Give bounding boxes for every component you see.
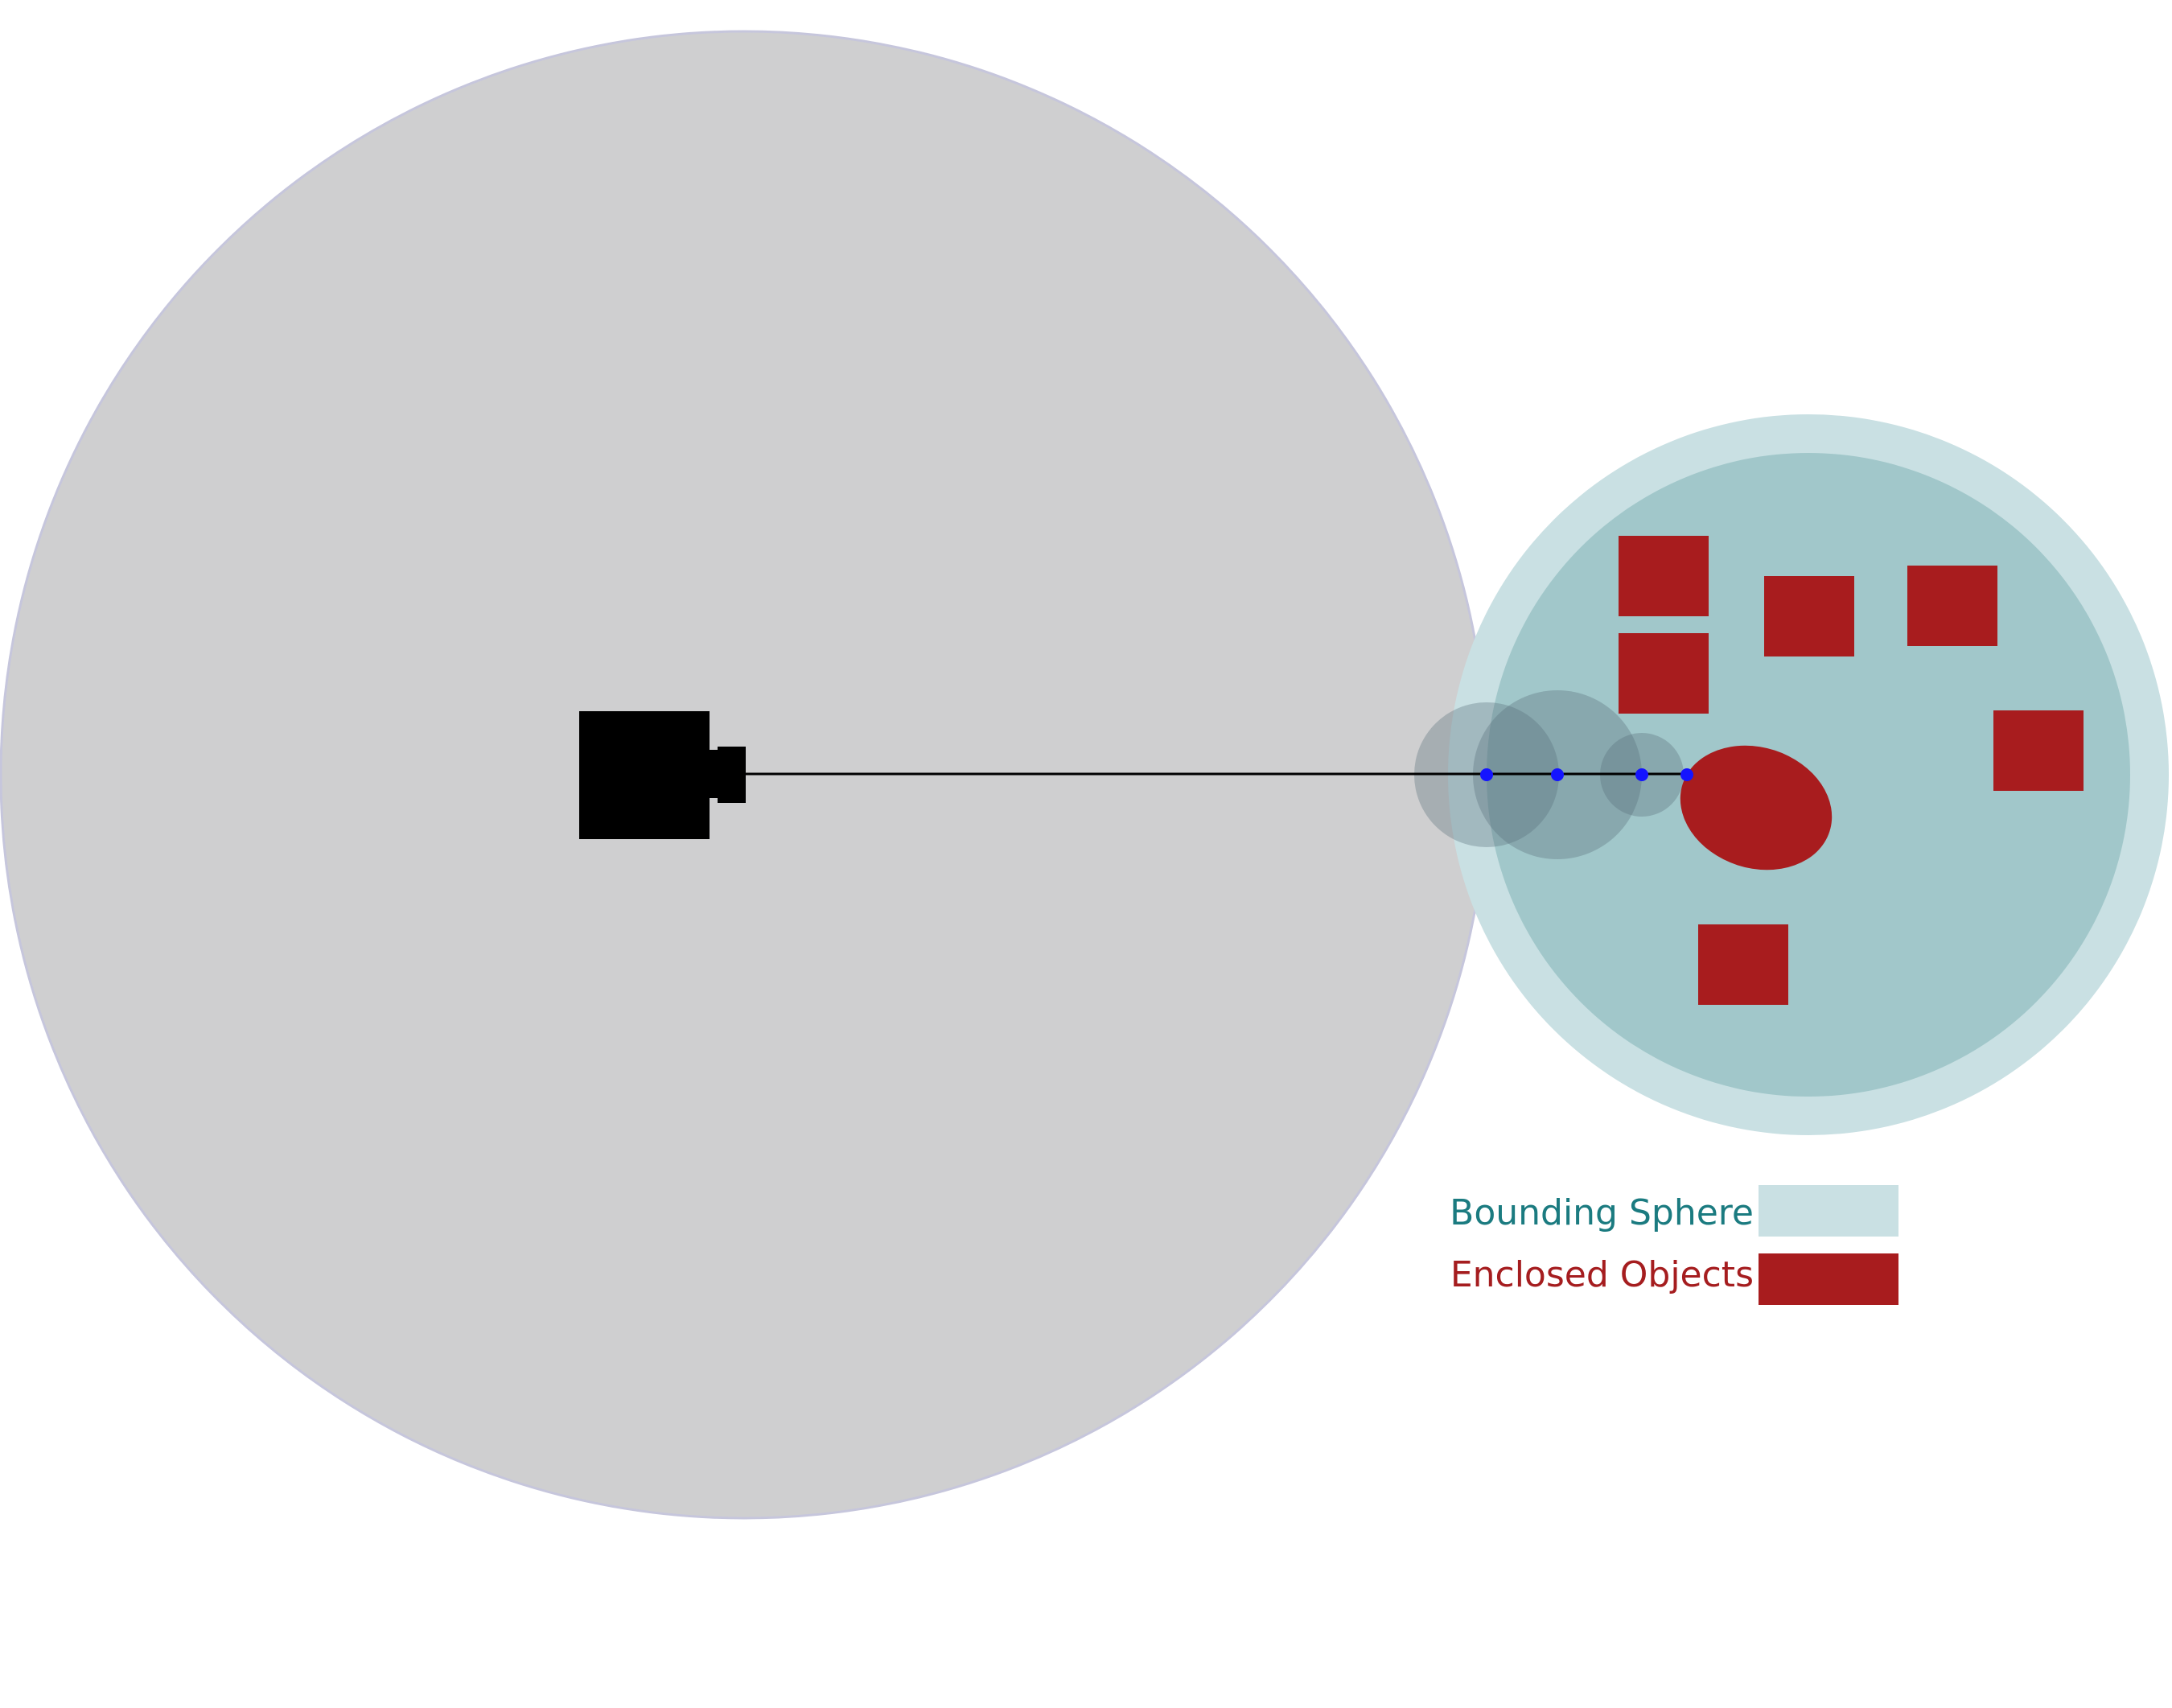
legend-swatch-enclosed-objects [1759, 1253, 1898, 1305]
legend: Bounding Sphere Enclosed Objects [1450, 1185, 1898, 1305]
sample-point [1480, 768, 1493, 781]
enclosed-object-box [1619, 633, 1709, 714]
enclosed-object-box [1907, 566, 1997, 646]
enclosed-object-box [1619, 536, 1709, 616]
sample-point [1680, 768, 1693, 781]
sample-point [1551, 768, 1564, 781]
enclosed-object-box [1993, 710, 2084, 791]
enclosed-object-box [1764, 576, 1854, 656]
camera-icon [579, 711, 746, 839]
legend-swatch-bounding-sphere [1759, 1185, 1898, 1237]
enclosed-object-ellipse [1680, 745, 1833, 870]
legend-label-bounding-sphere: Bounding Sphere [1450, 1192, 1754, 1233]
sample-point [1635, 768, 1648, 781]
enclosed-object-box [1698, 924, 1788, 1005]
legend-label-enclosed-objects: Enclosed Objects [1450, 1254, 1754, 1295]
